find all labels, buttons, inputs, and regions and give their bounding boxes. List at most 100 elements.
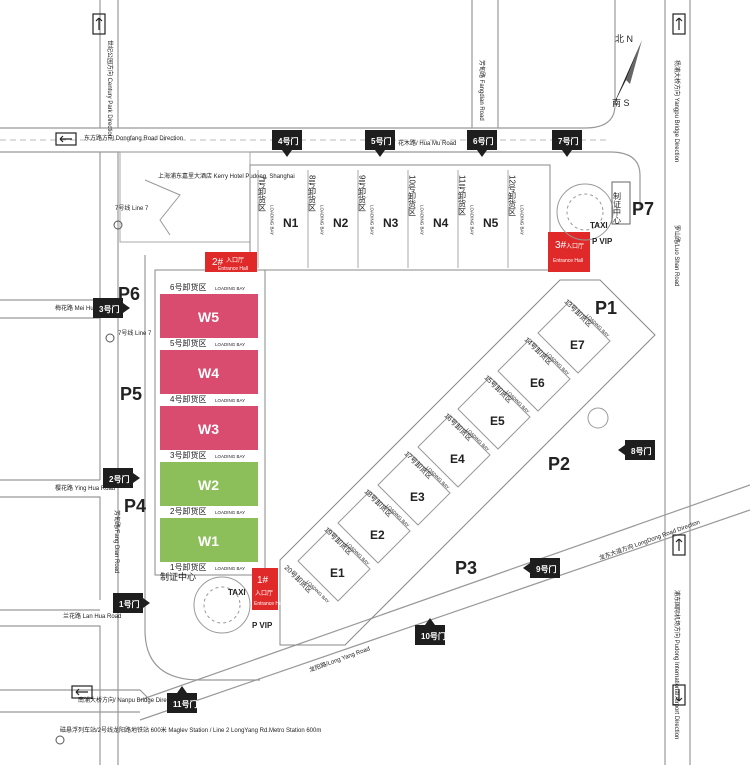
east-hall-label: E7 <box>570 338 585 352</box>
entrance-2: 2# 入口厅 Entrance Hall <box>205 252 257 272</box>
metro-icon-north <box>113 220 123 230</box>
gate-1: 1号门 <box>113 593 150 613</box>
svg-text:9号门: 9号门 <box>536 564 556 574</box>
west-bay-sublabel: LOADING BAY <box>215 286 245 291</box>
east-hall <box>337 490 411 564</box>
line7-shape <box>144 179 181 236</box>
west-hall <box>160 350 258 394</box>
east-hall <box>377 452 451 526</box>
vip-label-north: P VIP <box>592 237 613 246</box>
north-hall-label: N3 <box>383 216 399 230</box>
north-bay-label: 10号卸货区 <box>408 175 417 216</box>
svg-text:11号门: 11号门 <box>173 699 197 709</box>
west-hall-label: W2 <box>198 477 219 493</box>
svg-text:入口厅: 入口厅 <box>226 257 244 264</box>
north-bay-sublabel: LOADING BAY <box>370 205 375 235</box>
east-hall <box>457 376 531 450</box>
direction-arrows <box>55 13 686 706</box>
svg-text:2#: 2# <box>212 257 224 268</box>
gate-9: 9号门 <box>523 558 560 578</box>
north-bay-sublabel: LOADING BAY <box>470 205 475 235</box>
metro-info: 磁悬浮列车站/2号线龙阳路地铁站 600米 Maglev Station / L… <box>60 726 321 734</box>
west-bay-sublabel: LOADING BAY <box>215 398 245 403</box>
east-hall-label: E6 <box>530 376 545 390</box>
gate-10: 10号门 <box>415 618 446 645</box>
west-bay-label: 6号卸货区 <box>170 282 206 292</box>
north-bay-sublabel: LOADING BAY <box>520 205 525 235</box>
north-bay-sublabel: LOADING BAY <box>420 205 425 235</box>
svg-text:5号门: 5号门 <box>371 136 391 146</box>
north-bay-label: 7号卸货区 <box>258 175 267 211</box>
east-hall-label: E2 <box>370 528 385 542</box>
north-hall-label: N4 <box>433 216 449 230</box>
svg-text:1号门: 1号门 <box>119 599 139 609</box>
metro-icon-west <box>105 333 115 343</box>
parking-p5: P5 <box>120 384 142 404</box>
east-hall-label: E4 <box>450 452 465 466</box>
gate-2: 2号门 <box>103 468 140 488</box>
west-bay-label: 1号卸货区 <box>170 562 206 572</box>
north-bay-label: 9号卸货区 <box>358 175 367 211</box>
north-bay-label: 12号卸货区 <box>508 175 517 216</box>
svg-text:北 N: 北 N <box>615 34 633 44</box>
west-hall-label: W1 <box>198 533 219 549</box>
east-hall <box>537 300 611 374</box>
vip-label-south: P VIP <box>252 621 273 630</box>
gate-5: 5号门 <box>365 130 395 157</box>
gate-4: 4号门 <box>272 130 302 157</box>
west-bay-label: 2号卸货区 <box>170 506 206 516</box>
west-hall <box>160 462 258 506</box>
cert-center-north: 制证中心 <box>613 191 622 224</box>
road-label-fangdianup: 芳甸路 Fangdian Road <box>478 60 486 121</box>
north-hall-label: N2 <box>333 216 349 230</box>
east-hall-label: E3 <box>410 490 425 504</box>
svg-text:7号门: 7号门 <box>558 136 578 146</box>
west-bay-label: 3号卸货区 <box>170 450 206 460</box>
east-hall-label: E1 <box>330 566 345 580</box>
entrance-1: 1# 入口厅 Entrance Hall <box>252 568 284 610</box>
parking-p7: P7 <box>632 199 654 219</box>
metro-icon-south <box>55 735 65 745</box>
west-hall <box>160 294 258 338</box>
west-hall-label: W4 <box>198 365 219 381</box>
parking-p3: P3 <box>455 558 477 578</box>
west-hall <box>160 406 258 450</box>
west-bay-sublabel: LOADING BAY <box>215 510 245 515</box>
svg-text:入口厅: 入口厅 <box>566 243 584 250</box>
svg-text:4号门: 4号门 <box>278 136 298 146</box>
north-block <box>249 164 551 271</box>
svg-text:Entrance Hall: Entrance Hall <box>254 601 284 607</box>
east-hall <box>297 528 371 602</box>
svg-text:6号门: 6号门 <box>473 136 493 146</box>
svg-text:1#: 1# <box>257 575 269 586</box>
gate-8: 8号门 <box>618 440 655 460</box>
line7-label-north: 7号线 Line 7 <box>115 204 149 212</box>
cert-center-south: 制证中心 <box>160 571 196 582</box>
parking-p1: P1 <box>595 298 617 318</box>
svg-text:3号门: 3号门 <box>99 304 119 314</box>
road-label-huamu: 花木路/ Hua Mu Road <box>398 139 456 147</box>
east-block <box>279 279 656 646</box>
north-hall-label: N1 <box>283 216 299 230</box>
west-bay-sublabel: LOADING BAY <box>215 342 245 347</box>
road-label-meihuasquare: 世纪公园方向 Century Park Direction <box>106 40 114 138</box>
east-hall <box>497 338 571 412</box>
gate-6: 6号门 <box>467 130 497 157</box>
gate-7: 7号门 <box>552 130 582 157</box>
svg-text:2号门: 2号门 <box>109 474 129 484</box>
parking-p6: P6 <box>118 284 140 304</box>
north-hall-label: N5 <box>483 216 499 230</box>
svg-text:Entrance Hall: Entrance Hall <box>553 258 583 264</box>
gate-3: 3号门 <box>93 298 130 318</box>
road-label-dongfang: 东方路方向 Dongfang Road Direction <box>84 134 183 142</box>
west-bay-label: 4号卸货区 <box>170 394 206 404</box>
west-hall-label: W3 <box>198 421 219 437</box>
svg-text:入口厅: 入口厅 <box>255 590 273 597</box>
roundabout-north <box>556 183 614 241</box>
svg-text:Entrance Hall: Entrance Hall <box>218 266 248 272</box>
west-hall <box>160 518 258 562</box>
svg-text:3#: 3# <box>555 240 567 251</box>
west-hall-label: W5 <box>198 309 219 325</box>
